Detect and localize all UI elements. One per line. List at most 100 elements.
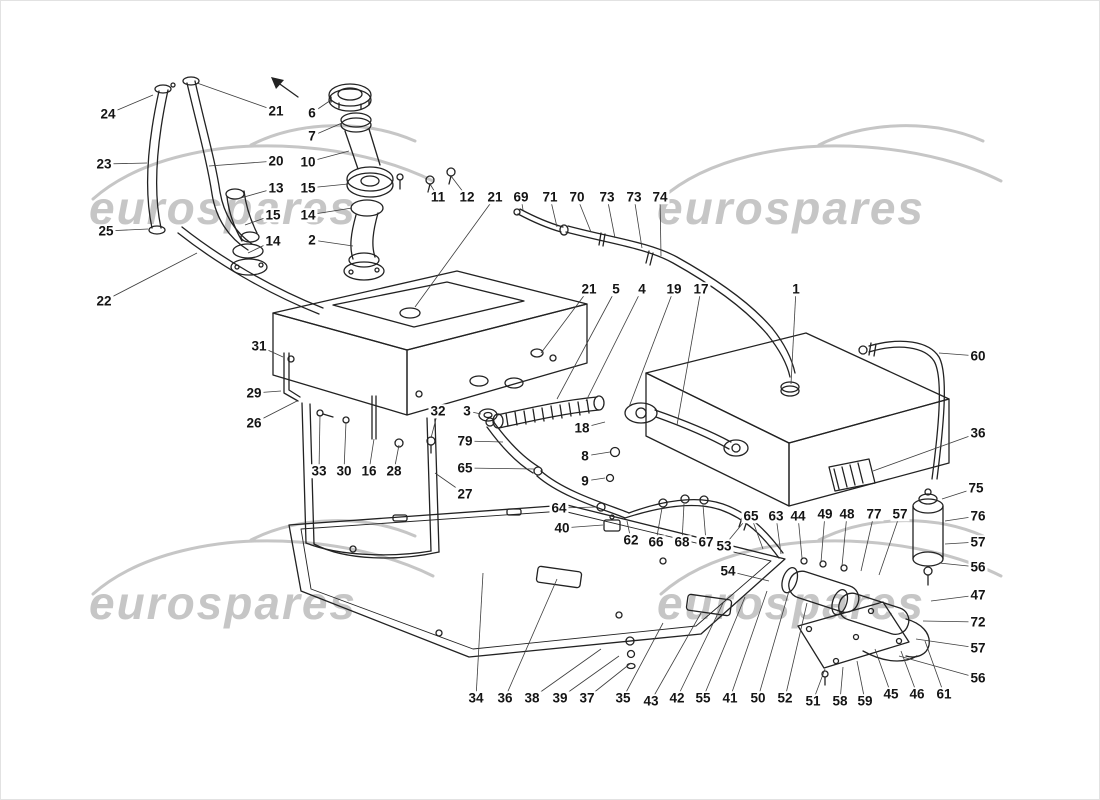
watermark-text: eurospares [657,182,926,234]
callout-32: 32 [428,403,448,419]
callout-9: 9 [579,473,591,489]
callout-62: 62 [621,532,641,548]
callout-leader-17 [676,288,702,426]
callout-48: 48 [837,506,857,522]
callout-1: 1 [790,281,802,297]
callout-38: 38 [522,690,542,706]
callout-46: 46 [907,686,927,702]
callout-44: 44 [788,508,808,524]
callout-leader-55 [702,596,746,699]
callout-2: 2 [306,232,318,248]
callout-60: 60 [968,348,988,364]
callout-57: 57 [968,640,988,656]
callout-50: 50 [748,690,768,706]
callout-leader-19 [628,288,675,408]
callout-leader-38 [531,648,602,699]
callout-leader-57 [878,513,901,576]
callout-56: 56 [968,670,988,686]
callout-leader-52 [784,602,808,699]
callout-56: 56 [968,559,988,575]
callout-leader-35 [622,622,664,699]
callout-leader-1 [790,288,797,385]
callout-7: 7 [306,128,318,144]
callout-63: 63 [766,508,786,524]
callout-leader-56 [898,655,979,679]
callout-74: 74 [650,189,670,205]
callout-16: 16 [359,463,379,479]
callout-67: 67 [696,534,716,550]
callout-leader-22 [103,252,198,302]
callout-13: 13 [266,180,286,196]
callout-43: 43 [641,693,661,709]
callout-26: 26 [244,415,264,431]
callout-17: 17 [691,281,711,297]
callout-12: 12 [457,189,477,205]
callout-23: 23 [94,156,114,172]
callout-leader-44 [797,515,803,559]
callout-6: 6 [306,105,318,121]
callout-leader-5 [556,288,617,400]
callout-58: 58 [830,693,850,709]
callout-40: 40 [552,520,572,536]
callout-leader-34 [475,572,484,699]
callout-21: 21 [485,189,505,205]
callout-37: 37 [577,690,597,706]
callout-14: 14 [263,233,283,249]
callout-leader-49 [820,513,826,563]
callout-leader-42 [676,602,724,699]
callout-leader-57 [915,638,979,649]
callout-65: 65 [455,460,475,476]
callout-61: 61 [934,686,954,702]
callout-leader-43 [650,612,702,702]
callout-11: 11 [428,189,448,205]
callout-leader-45 [874,648,892,695]
callout-75: 75 [966,480,986,496]
callout-29: 29 [244,385,264,401]
callout-36: 36 [495,690,515,706]
callout-77: 77 [864,506,884,522]
callout-leader-21 [196,82,277,112]
callout-4: 4 [636,281,648,297]
callout-20: 20 [266,153,286,169]
callout-leader-36 [872,432,979,472]
callout-57: 57 [890,506,910,522]
callout-leader-73 [633,196,643,249]
callout-3: 3 [461,403,473,419]
callout-leader-33 [318,414,321,472]
callout-59: 59 [855,693,875,709]
callout-8: 8 [579,448,591,464]
callout-54: 54 [718,563,738,579]
callout-64: 64 [549,500,569,516]
callout-79: 79 [455,433,475,449]
callout-31: 31 [249,338,269,354]
callout-5: 5 [610,281,622,297]
callout-leader-50 [757,590,790,699]
callout-68: 68 [672,534,692,550]
callout-leader-48 [841,513,848,567]
callout-34: 34 [466,690,486,706]
callout-21: 21 [266,103,286,119]
callout-76: 76 [968,508,988,524]
callout-35: 35 [613,690,633,706]
callout-42: 42 [667,690,687,706]
callout-leader-36 [504,578,558,699]
callout-leader-2 [311,239,354,247]
callout-33: 33 [309,463,329,479]
callout-73: 73 [624,189,644,205]
callout-25: 25 [96,223,116,239]
callout-leader-74 [659,196,662,257]
callout-47: 47 [968,587,988,603]
callout-leader-61 [924,640,945,695]
callout-22: 22 [94,293,114,309]
callout-21: 21 [579,281,599,297]
callout-27: 27 [455,486,475,502]
callout-53: 53 [714,538,734,554]
callout-15: 15 [298,180,318,196]
callout-24: 24 [98,106,118,122]
callout-39: 39 [550,690,570,706]
callout-71: 71 [540,189,560,205]
callout-30: 30 [334,463,354,479]
callout-leader-20 [208,160,277,167]
